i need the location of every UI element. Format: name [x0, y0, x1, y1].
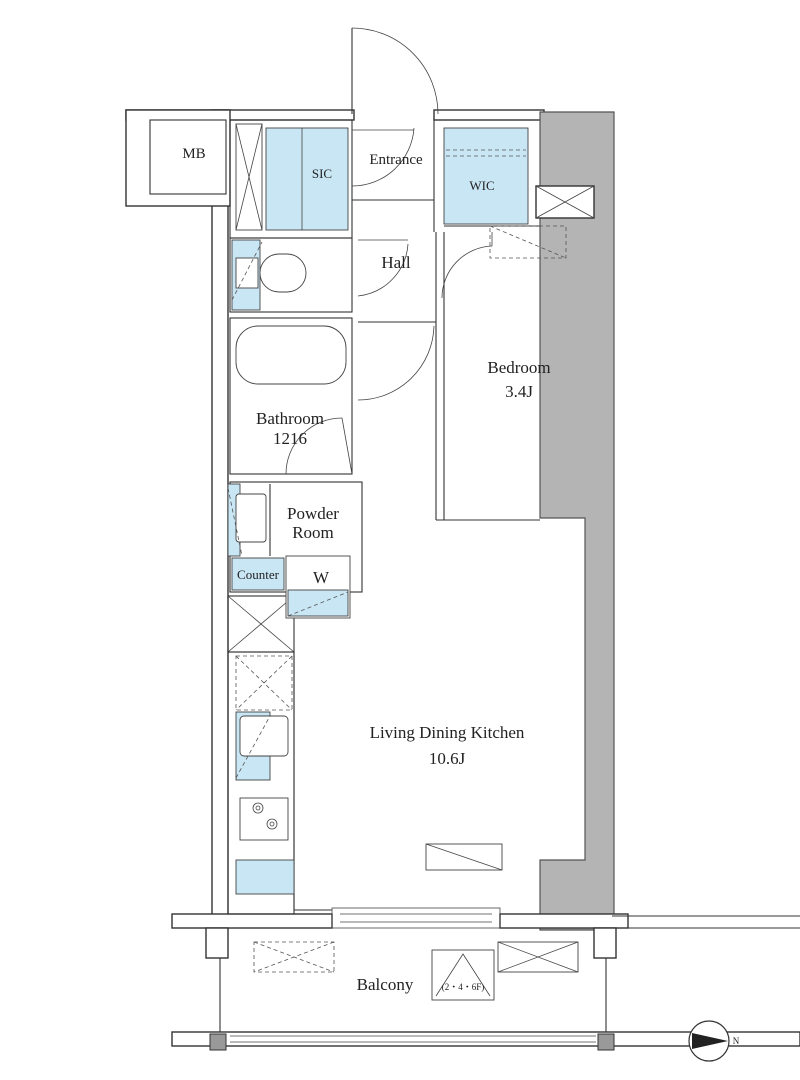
- compass: N: [688, 1020, 740, 1062]
- balcony-post-right: [593, 927, 617, 959]
- rail-post-left: [209, 1033, 227, 1051]
- label-floors-note: (2・4・6F): [442, 982, 485, 992]
- balcony-items: [253, 941, 579, 1001]
- label-powder-room: Powder: [287, 504, 339, 523]
- label-ldk: Living Dining Kitchen: [370, 723, 525, 742]
- burner-icon: [252, 802, 264, 814]
- balcony-rail: [171, 1031, 800, 1047]
- burner-icon: [266, 818, 278, 830]
- labels: MB SIC Entrance WIC Hall Bedroom 3.4J Ba…: [182, 146, 550, 994]
- label-counter: Counter: [237, 567, 280, 582]
- label-washer: W: [313, 568, 330, 587]
- kitchen-counter: [235, 655, 295, 895]
- label-mb: MB: [182, 146, 205, 162]
- top-wall-right: [433, 109, 545, 121]
- toilet: [231, 239, 307, 311]
- left-wall: [211, 109, 229, 921]
- washbasin: [227, 483, 271, 557]
- label-balcony: Balcony: [357, 975, 414, 994]
- wic-closet: [443, 127, 567, 259]
- ldk-items: [425, 843, 503, 871]
- mb-shaft-inner: [149, 119, 227, 195]
- label-bedroom: Bedroom: [487, 358, 550, 377]
- mb-shaft-outer: [125, 109, 231, 207]
- label-ldk-size: 10.6J: [429, 749, 466, 768]
- label-hall: Hall: [381, 253, 411, 272]
- counter: [231, 557, 285, 591]
- label-bedroom-size: 3.4J: [505, 382, 533, 401]
- label-entrance: Entrance: [369, 152, 423, 168]
- right-concrete-wall: [539, 111, 615, 931]
- sic-closet: [265, 127, 349, 231]
- walls: [125, 109, 800, 1051]
- balcony-post-left: [205, 927, 229, 959]
- label-bathroom-size: 1216: [273, 429, 307, 448]
- bathtub: [235, 325, 347, 385]
- label-wic: WIC: [469, 178, 494, 193]
- bottom-wall-left: [171, 913, 333, 929]
- rail-post-right: [597, 1033, 615, 1051]
- doors: [285, 27, 493, 475]
- label-bathroom: Bathroom: [256, 409, 324, 428]
- compass-label: N: [733, 1036, 740, 1046]
- bottom-wall-right: [499, 913, 629, 929]
- washer: [285, 555, 351, 619]
- label-powder-room-2: Room: [292, 523, 334, 542]
- evacuation-hatch: [431, 949, 495, 1001]
- partitions: [227, 119, 540, 929]
- label-sic: SIC: [312, 166, 332, 181]
